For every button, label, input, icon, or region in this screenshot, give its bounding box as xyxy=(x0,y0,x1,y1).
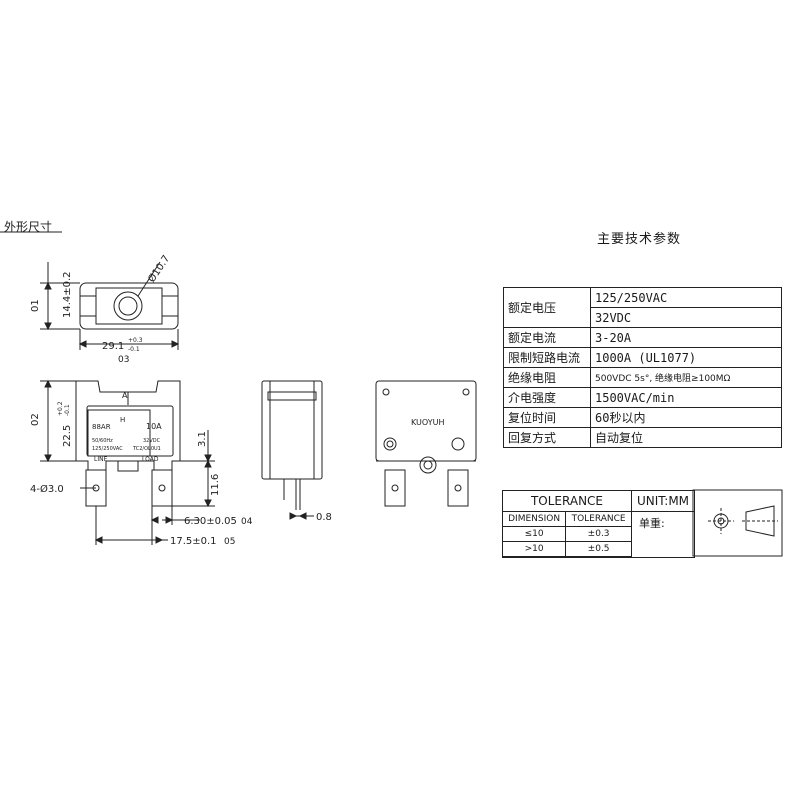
button-circle xyxy=(113,291,143,321)
tolerance-row: >10 ±0.5 xyxy=(503,541,632,557)
spec-value: 32VDC xyxy=(590,307,782,328)
spec-label: 额定电压 xyxy=(503,287,591,328)
dim-22-5-plus: +0.2 xyxy=(57,401,64,416)
dim-02-label: 02 xyxy=(30,413,41,426)
specs-row: 回复方式自动复位 xyxy=(503,427,782,448)
front-view xyxy=(40,379,215,545)
tolerance-cell: >10 xyxy=(503,541,567,557)
spec-value: 60秒以内 xyxy=(590,407,782,428)
tolerance-title: TOLERANCE xyxy=(503,491,632,512)
dim-holes: 4-Ø3.0 xyxy=(30,483,64,495)
spec-label: 绝缘电阻 xyxy=(503,367,591,388)
header-fragment: 外形尺寸 xyxy=(4,220,52,234)
specs-title: 主要技术参数 xyxy=(597,232,682,247)
dim-03-label: 03 xyxy=(118,355,129,365)
dim-22-5-minus: -0.1 xyxy=(64,404,71,416)
projection-symbol xyxy=(692,489,783,557)
dim-3-1: 3.1 xyxy=(197,431,208,447)
dim-29-1: 29.1 xyxy=(102,341,124,352)
tolerance-block: TOLERANCE UNIT:MM 单重: DIMENSION TOLERANC… xyxy=(502,490,695,558)
device-ac: 125/250VAC xyxy=(92,446,123,452)
dim-0-8: 0.8 xyxy=(316,512,332,523)
front-letter-a: A xyxy=(122,391,128,400)
dim-29-1-minus: -0.1 xyxy=(128,346,140,353)
dim-04-label: 04 xyxy=(241,517,253,527)
spec-value: 500VDC 5s°, 绝缘电阻≥100MΩ xyxy=(590,367,782,388)
top-view xyxy=(40,261,180,350)
tolerance-cell: ≤10 xyxy=(503,526,567,542)
tolerance-header: TOLERANCE xyxy=(565,512,632,527)
device-rating: 10A xyxy=(146,422,162,431)
spec-label: 复位时间 xyxy=(503,407,591,428)
tolerance-table: DIMENSION TOLERANCE ≤10 ±0.3 >10 ±0.5 xyxy=(503,512,632,557)
dim-diameter-10-7: Ø10.7 xyxy=(146,253,173,285)
dim-29-1-plus: +0.3 xyxy=(128,337,143,344)
dim-14-4: 14.4±0.2 xyxy=(62,271,73,318)
device-brand-mark: H xyxy=(120,416,125,424)
device-freq: 50/60Hz xyxy=(92,438,113,444)
device-dc: 32VDC xyxy=(143,438,161,444)
tolerance-cell: ±0.3 xyxy=(565,526,632,542)
unit-label: UNIT:MM xyxy=(632,491,694,512)
dim-17-5: 17.5±0.1 xyxy=(170,536,217,547)
dim-01-label: 01 xyxy=(30,299,41,312)
line-label: LINE xyxy=(94,456,108,463)
dim-11-6: 11.6 xyxy=(210,474,221,496)
tolerance-header-row: DIMENSION TOLERANCE xyxy=(503,512,632,527)
device-code: TC2/OL0U1 xyxy=(132,446,161,452)
spec-label: 额定电流 xyxy=(503,327,591,348)
side-view xyxy=(261,380,323,520)
dim-6-30: 6.30±0.05 xyxy=(184,516,237,527)
tolerance-cell: ±0.5 xyxy=(565,541,632,557)
tolerance-row: ≤10 ±0.3 xyxy=(503,526,632,542)
back-view xyxy=(375,380,477,507)
back-brand: KUOYUH xyxy=(411,418,445,427)
spec-value: 1000A (UL1077) xyxy=(590,347,782,368)
device-model: 88AR xyxy=(92,423,111,431)
spec-label: 介电强度 xyxy=(503,387,591,408)
spec-value: 125/250VAC xyxy=(590,287,782,308)
weight-label: 单重: xyxy=(639,517,665,530)
spec-value: 自动复位 xyxy=(590,427,782,448)
load-label: LOAD xyxy=(142,456,159,463)
dim-22-5: 22.5 xyxy=(62,425,73,447)
dim-05-label: 05 xyxy=(224,537,235,547)
spec-value: 1500VAC/min xyxy=(590,387,782,408)
spec-label: 限制短路电流 xyxy=(503,347,591,368)
spec-value: 3-20A xyxy=(590,327,782,348)
tolerance-header: DIMENSION xyxy=(503,512,567,527)
spec-label: 回复方式 xyxy=(503,427,591,448)
